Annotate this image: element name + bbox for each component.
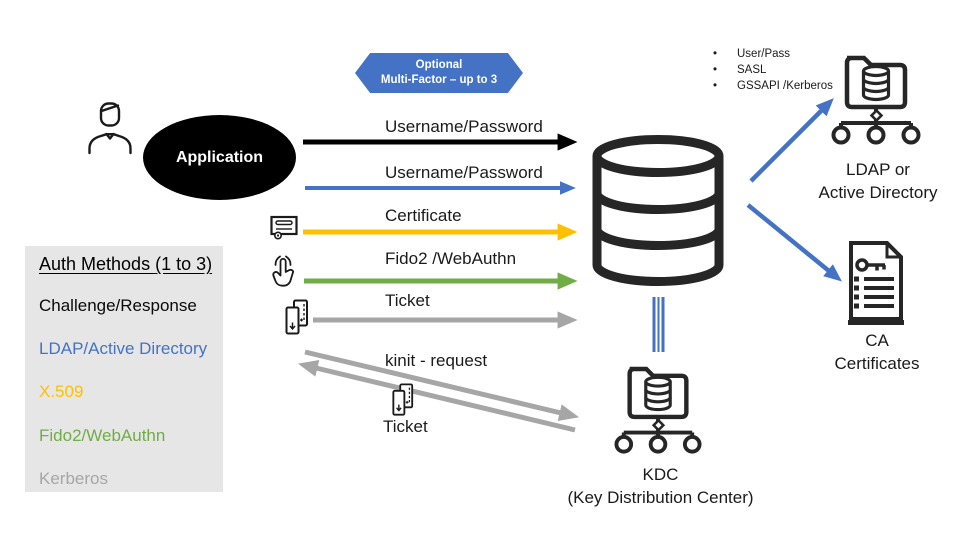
ca-label: CA Certificates [817,329,937,375]
ca-certificate-document-icon [848,241,904,325]
db-kdc-pipe [652,297,665,352]
protocol-sasl: SASL [737,64,767,76]
flow-label-fido2: Fido2 /WebAuthn [385,249,517,268]
certificate-icon [270,215,298,240]
protocol-gssapi: GSSAPI /Kerberos [737,80,833,92]
mobile-ticket-icon [285,299,308,335]
user-person-icon [88,102,132,155]
kdc-label-line2: (Key Distribution Center) [567,488,754,507]
kdc-label-line1: KDC [642,465,679,484]
list-item: • User/Pass [705,47,833,61]
kinit-request-label: kinit - request [385,351,488,370]
application-node: Application [143,115,296,200]
auth-method-kerberos: Kerberos [39,469,108,488]
ticket-return-label: Ticket [383,417,428,436]
auth-method-challenge-response: Challenge/Response [39,296,197,315]
touch-icon [272,255,295,287]
bullet-icon: • [713,64,718,76]
flow-label-username-password-1: Username/Password [385,117,543,136]
flow-label-ticket: Ticket [385,291,430,310]
auth-methods-title: Auth Methods (1 to 3) [39,254,213,274]
kdc-label: KDC (Key Distribution Center) [553,463,768,509]
auth-method-x509: X.509 [39,382,84,401]
list-item: • GSSAPI /Kerberos [705,79,833,93]
database-icon [592,135,724,286]
protocol-user-pass: User/Pass [737,48,791,60]
arrow-db-to-ca [746,203,842,282]
auth-methods-box: Auth Methods (1 to 3) Challenge/Response… [25,246,223,492]
kdc-folder-icon [614,366,702,454]
banner-line1: Optional [415,59,463,71]
list-item: • SASL [705,63,833,77]
mobile-ticket-icon-kerberos [392,383,414,416]
auth-method-fido2: Fido2/WebAuthn [39,426,166,445]
server-protocols-list: • User/Pass • SASL • GSSAPI /Kerberos [705,47,833,93]
arrow-ticket-return [297,359,576,433]
ldap-directory-icon [831,55,921,145]
optional-mfa-banner: Optional Multi-Factor – up to 3 [355,53,523,93]
application-label: Application [175,148,264,166]
bullet-icon: • [713,48,718,60]
flow-label-username-password-2: Username/Password [385,163,543,182]
ldap-label-line1: LDAP or [846,160,910,179]
bullet-icon: • [713,80,718,92]
flow-label-certificate: Certificate [385,206,462,225]
banner-line2: Multi-Factor – up to 3 [380,74,498,86]
auth-method-ldap-ad: LDAP/Active Directory [39,339,208,358]
ca-label-line1: CA [865,331,889,350]
ca-label-line2: Certificates [834,354,920,373]
ldap-label: LDAP or Active Directory [798,158,958,204]
ldap-label-line2: Active Directory [818,183,938,202]
